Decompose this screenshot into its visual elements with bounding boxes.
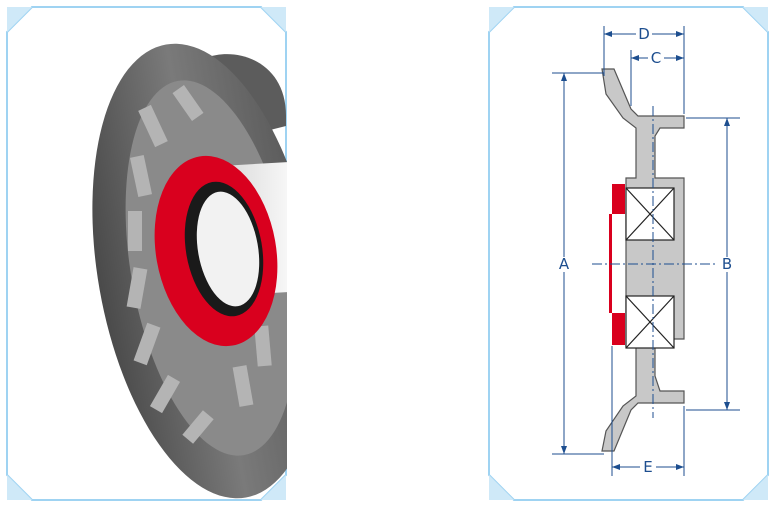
dimension-label-b: B	[719, 257, 735, 272]
dimension-label-e: E	[640, 460, 656, 475]
pulley-spokes	[126, 85, 272, 444]
bearing-section	[625, 187, 675, 349]
dimension-arrows	[561, 31, 730, 470]
technical-drawing-panel: A B C D E	[488, 6, 769, 501]
dimension-label-a: A	[556, 257, 572, 272]
dimension-label-d: D	[636, 27, 652, 42]
bore	[196, 191, 260, 307]
photo-frame	[6, 6, 287, 501]
section-profile	[601, 68, 685, 452]
dimension-label-c: C	[648, 51, 664, 66]
product-photo-panel	[6, 6, 287, 501]
center-lines	[592, 106, 716, 418]
drawing-frame	[488, 6, 769, 501]
